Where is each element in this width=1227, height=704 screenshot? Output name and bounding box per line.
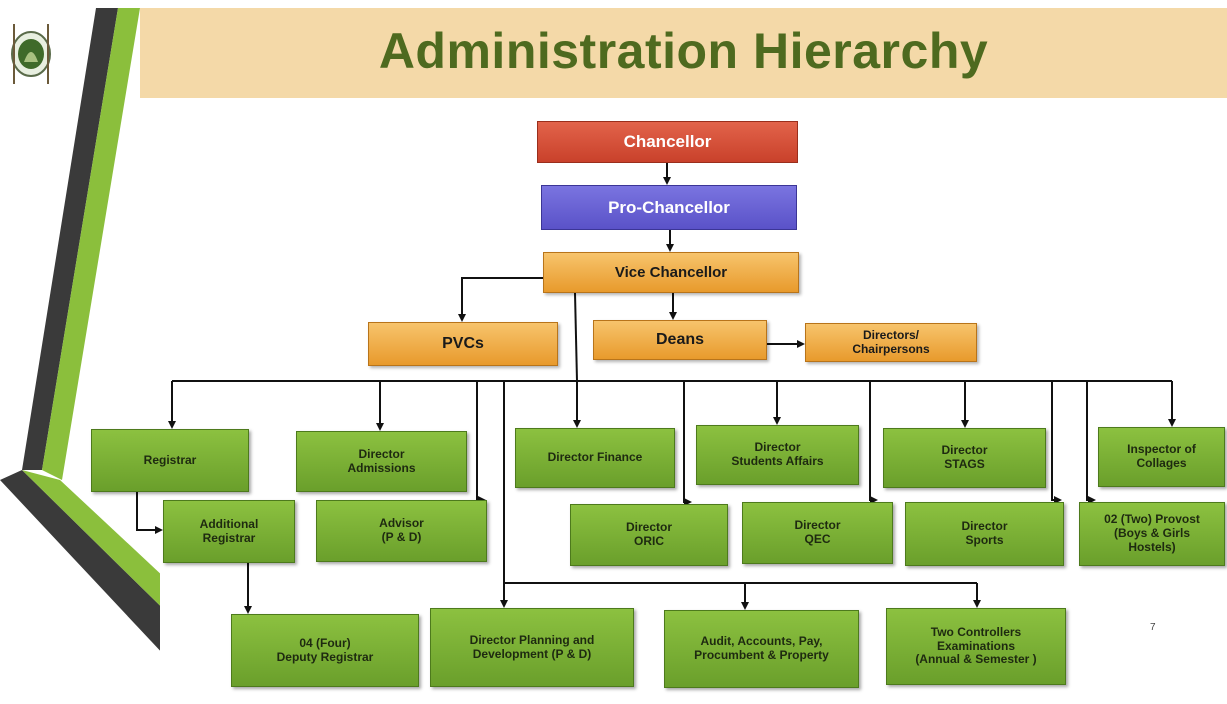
node-deputy-registrar: 04 (Four) Deputy Registrar [231, 614, 419, 687]
node-director-qec: Director QEC [742, 502, 893, 564]
node-additional-registrar: Additional Registrar [163, 500, 295, 563]
node-director-planning: Director Planning and Development (P & D… [430, 608, 634, 687]
node-director-sports: Director Sports [905, 502, 1064, 566]
node-directors-chairpersons: Directors/ Chairpersons [805, 323, 977, 362]
node-advisor-pd: Advisor (P & D) [316, 500, 487, 562]
page-title: Administration Hierarchy [378, 23, 989, 79]
page-number: 7 [1150, 622, 1156, 633]
title-banner [140, 8, 1227, 98]
node-pvcs: PVCs [368, 322, 558, 366]
node-director-oric: Director ORIC [570, 504, 728, 566]
university-logo [11, 24, 51, 84]
decorative-side-stripes [0, 8, 160, 651]
node-deans: Deans [593, 320, 767, 360]
node-registrar: Registrar [91, 429, 249, 492]
node-director-admissions: Director Admissions [296, 431, 467, 492]
node-inspector-collages: Inspector of Collages [1098, 427, 1225, 487]
node-audit-accounts: Audit, Accounts, Pay, Procumbent & Prope… [664, 610, 859, 688]
node-director-finance: Director Finance [515, 428, 675, 488]
node-director-stags: Director STAGS [883, 428, 1046, 488]
node-vice-chancellor: Vice Chancellor [543, 252, 799, 293]
node-provost: 02 (Two) Provost (Boys & Girls Hostels) [1079, 502, 1225, 566]
node-pro-chancellor: Pro-Chancellor [541, 185, 797, 230]
node-chancellor: Chancellor [537, 121, 798, 163]
node-director-students-affairs: Director Students Affairs [696, 425, 859, 485]
node-controllers-examinations: Two Controllers Examinations (Annual & S… [886, 608, 1066, 685]
